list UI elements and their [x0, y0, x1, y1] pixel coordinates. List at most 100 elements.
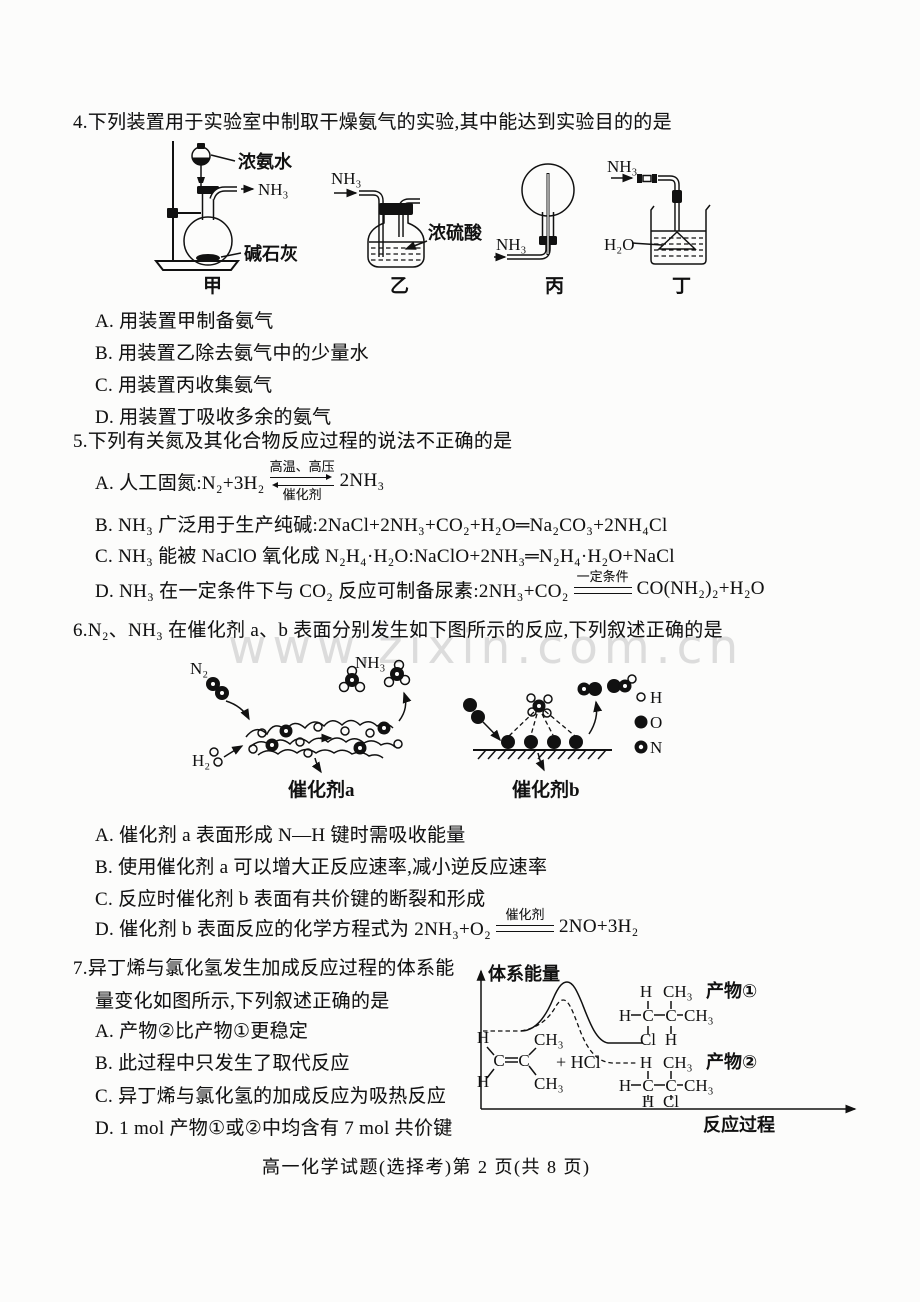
- ding-nh3-label: NH₃: [607, 157, 638, 176]
- y-axis-label: 体系能量: [488, 963, 560, 984]
- no-product-molecules: [577, 674, 637, 696]
- svg-text:H: H: [642, 1092, 654, 1111]
- q5a-condition-top: 高温、高压: [269, 459, 335, 474]
- solid-energy-curve-product1: [520, 981, 643, 1044]
- q4-option-a: A. 用装置甲制备氨气: [95, 311, 274, 332]
- svg-text:CH₃: CH₃: [663, 982, 693, 1001]
- q4-title: 4.下列装置用于实验室中制取干燥氨气的实验,其中能达到实验目的的是: [73, 112, 672, 133]
- q4-option-d: D. 用装置丁吸收多余的氨气: [95, 407, 332, 428]
- svg-text:CH₃: CH₃: [684, 1006, 714, 1025]
- yi-nh3-label: NH₃: [331, 169, 362, 188]
- q7-option-c: C. 异丁烯与氯化氢的加成反应为吸热反应: [95, 1086, 447, 1107]
- nh3-molecule-2: [383, 659, 411, 688]
- q7-title-line2: 量变化如图所示,下列叙述正确的是: [95, 991, 390, 1012]
- plus-hcl-label: + HCl: [556, 1052, 601, 1072]
- q5d-condition-arrow: 一定条件: [573, 569, 632, 609]
- yi-label: 乙: [390, 276, 409, 297]
- catalyst-a-diagram: N₂ NH₃: [190, 653, 412, 801]
- svg-text:CH₃: CH₃: [534, 1030, 564, 1049]
- hatching: [477, 749, 607, 760]
- svg-text:CH₃: CH₃: [684, 1076, 714, 1095]
- q4-option-c: C. 用装置丙收集氨气: [95, 375, 273, 396]
- svg-text:H: H: [619, 1076, 631, 1095]
- svg-text:H: H: [477, 1072, 489, 1091]
- double-equals-icon: [573, 586, 632, 594]
- q6-catalyst-figure: N₂ NH₃: [190, 653, 662, 801]
- yi-conc-sulfuric-label: 浓硫酸: [428, 222, 483, 243]
- catalyst-b-label: 催化剂b: [512, 778, 580, 801]
- jia-soda-lime-label: 碱石灰: [244, 243, 298, 264]
- q5d-equation-right: CO(NH₂)₂+H₂O: [636, 578, 765, 600]
- svg-text:CH₃: CH₃: [534, 1074, 564, 1093]
- product1-name: 产物①: [706, 980, 757, 1001]
- q6-option-a: A. 催化剂 a 表面形成 N—H 键时需吸收能量: [95, 825, 466, 846]
- q7-energy-diagram: 体系能量 反应过程 H H C C CH₃ CH₃ + HCl H CH₃ 产物…: [476, 963, 857, 1135]
- product1-structure: H CH₃ 产物① H C C CH₃ Cl H: [619, 980, 757, 1049]
- page-footer: 高一化学试题(选择考)第 2 页(共 8 页): [262, 1157, 591, 1177]
- svg-text:C: C: [665, 1076, 676, 1095]
- apparatus-bing-bulb: NH₃ 丙: [494, 163, 575, 297]
- apparatus-jia-flask: NH₃ 浓氨水 碱石灰 甲: [153, 141, 298, 297]
- q6d-condition-arrow: 催化剂: [496, 907, 554, 947]
- q7-option-b: B. 此过程中只发生了取代反应: [95, 1053, 350, 1074]
- isobutylene-structure: H H C C CH₃ CH₃ + HCl: [477, 1028, 601, 1093]
- svg-text:C: C: [518, 1051, 529, 1070]
- svg-text:H: H: [640, 1053, 652, 1072]
- q7-option-a: A. 产物②比产物①更稳定: [95, 1021, 309, 1042]
- jia-nh3-label: NH₃: [258, 180, 289, 199]
- svg-text:Cl: Cl: [663, 1092, 679, 1111]
- product2-name: 产物②: [706, 1051, 757, 1072]
- nh3-molecule-1: [338, 665, 366, 693]
- q5-option-a: A. 人工固氮:N₂+3H₂ 高温、高压 催化剂 2NH₃: [95, 459, 385, 503]
- q7-title-line1: 7.异丁烯与氯化氢发生加成反应过程的体系能: [73, 958, 455, 979]
- jia-label: 甲: [203, 276, 222, 297]
- site-watermark: www.zixin.com.cn: [228, 620, 745, 675]
- nh3-label: NH₃: [355, 653, 386, 672]
- n2-label: N₂: [190, 659, 208, 678]
- h2-label: H₂: [192, 751, 210, 770]
- q7-option-d: D. 1 mol 产物①或②中均含有 7 mol 共价键: [95, 1118, 453, 1139]
- q5-option-d: D. NH₃ 在一定条件下与 CO₂ 反应可制备尿素:2NH₃+CO₂ 一定条件…: [95, 569, 765, 609]
- svg-text:C: C: [665, 1006, 676, 1025]
- adsorbed-nh3-cluster: [508, 693, 576, 737]
- q5d-equation-left: D. NH₃ 在一定条件下与 CO₂ 反应可制备尿素:2NH₃+CO₂: [95, 580, 569, 602]
- catalyst-a-label: 催化剂a: [288, 778, 355, 801]
- legend-h-label: H: [650, 688, 662, 707]
- x-axis-label: 反应过程: [703, 1114, 775, 1135]
- apparatus-ding-beaker: NH₃ H₂O 丁: [604, 157, 711, 297]
- catalyst-b-diagram: 催化剂b: [463, 674, 637, 801]
- catalyst-a-surface: [245, 719, 403, 759]
- atom-legend: H O N: [634, 688, 662, 757]
- svg-text:CH₃: CH₃: [663, 1053, 693, 1072]
- double-equals-icon: [496, 924, 554, 932]
- bing-nh3-label: NH₃: [496, 235, 527, 254]
- q4-option-b: B. 用装置乙除去氨气中的少量水: [95, 343, 369, 364]
- q6d-equation-right: 2NO+3H₂: [559, 916, 639, 938]
- svg-text:H: H: [640, 982, 652, 1001]
- ding-label: 丁: [672, 276, 691, 297]
- dashed-energy-curve-product2: [520, 999, 637, 1064]
- q5-option-b: B. NH₃ 广泛用于生产纯碱:2NaCl+2NH₃+CO₂+H₂O═Na₂CO…: [95, 515, 668, 536]
- svg-text:H: H: [665, 1030, 677, 1049]
- apparatus-yi-washing-bottle: NH₃ 浓硫酸 乙: [331, 169, 483, 297]
- q5d-condition-top: 一定条件: [576, 569, 629, 584]
- q6d-condition-top: 催化剂: [505, 907, 545, 922]
- q4-apparatus-figure: NH₃ 浓氨水 碱石灰 甲 NH₃ 浓硫酸 乙: [153, 141, 711, 297]
- q5a-condition-bottom: 催化剂: [282, 486, 322, 502]
- svg-text:Cl: Cl: [640, 1030, 656, 1049]
- svg-text:C: C: [642, 1076, 653, 1095]
- bing-label: 丙: [545, 276, 564, 297]
- q6-title: 6.N₂、NH₃ 在催化剂 a、b 表面分别发生如下图所示的反应,下列叙述正确的…: [73, 620, 723, 641]
- svg-text:H: H: [619, 1006, 631, 1025]
- q6d-equation-left: D. 催化剂 b 表面反应的化学方程式为 2NH₃+O₂: [95, 918, 491, 940]
- product2-structure: H CH₃ 产物② H C C CH₃ H Cl: [619, 1051, 757, 1111]
- q5a-equation-left: A. 人工固氮:N₂+3H₂: [95, 472, 265, 494]
- svg-text:H: H: [477, 1028, 489, 1047]
- ding-h2o-label: H₂O: [604, 235, 634, 254]
- svg-text:C: C: [642, 1006, 653, 1025]
- q5a-reversible-arrow: 高温、高压 催化剂: [269, 459, 335, 503]
- q5a-equation-right: 2NH₃: [339, 470, 385, 492]
- jia-conc-ammonia-label: 浓氨水: [238, 151, 293, 172]
